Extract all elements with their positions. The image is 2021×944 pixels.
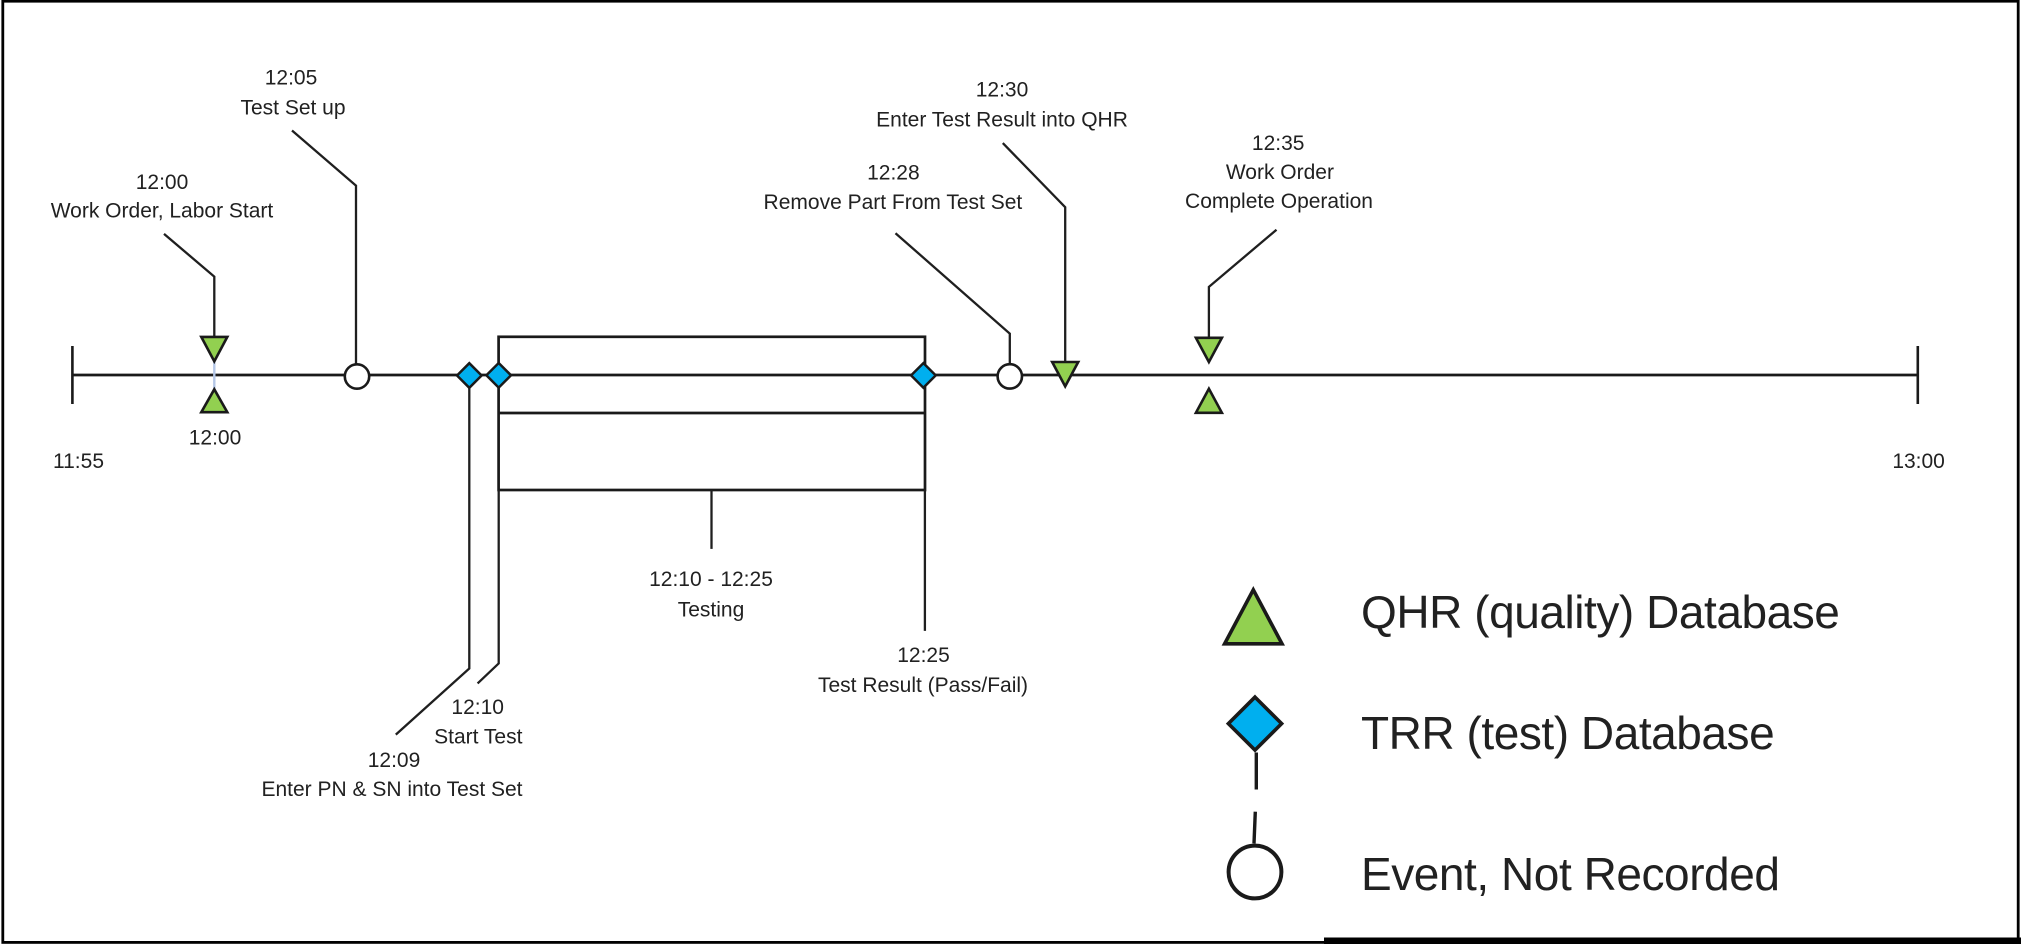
svg-text:Remove Part From Test Set: Remove Part From Test Set	[764, 191, 1023, 214]
svg-text:13:00: 13:00	[1892, 450, 1945, 473]
svg-text:12:10: 12:10	[451, 696, 504, 719]
svg-text:12:30: 12:30	[976, 78, 1029, 101]
svg-text:Work Order: Work Order	[1226, 161, 1334, 184]
svg-text:12:09: 12:09	[368, 749, 421, 772]
svg-text:12:10 - 12:25: 12:10 - 12:25	[649, 568, 773, 591]
svg-text:QHR (quality) Database: QHR (quality) Database	[1361, 586, 1839, 638]
svg-text:Start Test: Start Test	[434, 726, 522, 749]
svg-text:11:55: 11:55	[53, 450, 104, 473]
svg-text:Test Result (Pass/Fail): Test Result (Pass/Fail)	[818, 674, 1028, 697]
svg-text:12:05: 12:05	[265, 67, 318, 90]
svg-text:12:00: 12:00	[189, 427, 242, 450]
svg-text:Enter Test Result into QHR: Enter Test Result into QHR	[876, 109, 1128, 132]
svg-text:12:35: 12:35	[1252, 132, 1305, 155]
svg-text:Testing: Testing	[678, 599, 745, 622]
svg-text:12:00: 12:00	[136, 171, 189, 194]
svg-text:12:28: 12:28	[867, 162, 920, 185]
svg-text:Event, Not Recorded: Event, Not Recorded	[1361, 848, 1779, 900]
svg-text:TRR (test) Database: TRR (test) Database	[1361, 707, 1774, 759]
svg-text:Complete Operation: Complete Operation	[1185, 190, 1373, 213]
svg-text:12:25: 12:25	[897, 644, 950, 667]
svg-text:Enter PN & SN into Test Set: Enter PN & SN into Test Set	[261, 778, 522, 801]
svg-text:Test Set up: Test Set up	[240, 97, 345, 120]
svg-text:Work Order, Labor Start: Work Order, Labor Start	[51, 200, 274, 223]
